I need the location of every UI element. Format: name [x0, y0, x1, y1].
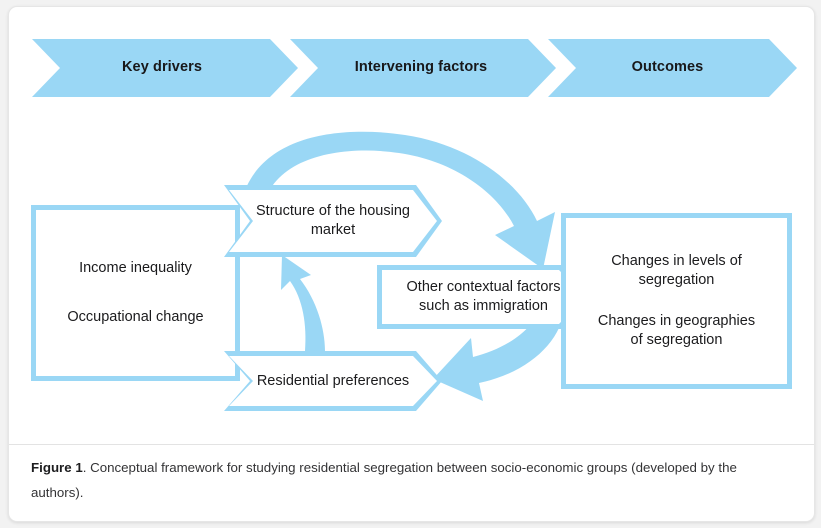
node-outcomes-block-1: Changes in levels of segregation — [605, 252, 748, 290]
stage-banner: Key drivers Intervening factors Outcomes — [32, 39, 797, 97]
node-outcomes: Changes in levels of segregation Changes… — [561, 213, 792, 389]
node-contextual-factors-line-2: such as immigration — [419, 298, 548, 314]
node-residential-preferences-text: Residential preferences — [256, 372, 410, 389]
banner-stage-outcomes: Outcomes — [548, 39, 797, 97]
node-housing-market-text: Structure of the housing market — [250, 202, 416, 240]
node-key-drivers-line-2: Occupational change — [67, 309, 204, 325]
figure-caption: Figure 1. Conceptual framework for study… — [31, 456, 791, 505]
node-contextual-factors-line-1: Other contextual factors — [406, 279, 561, 296]
conceptual-framework-diagram: Income inequality Occupational change St… — [9, 7, 814, 432]
node-outcomes-block-1-line-2: segregation — [638, 272, 715, 289]
residential-to-housing-arrow-icon — [281, 255, 325, 351]
node-housing-market-line-1: Structure of the housing — [256, 203, 410, 220]
node-housing-market: Structure of the housing market — [224, 185, 442, 257]
node-outcomes-block-2-line-2: of segregation — [630, 331, 723, 348]
node-contextual-factors-face — [382, 270, 585, 324]
banner-stage-intervening-factors: Intervening factors — [290, 39, 556, 97]
figure-card: Key drivers Intervening factors Outcomes — [8, 6, 815, 522]
figure-caption-label: Figure 1 — [31, 460, 83, 475]
node-outcomes-block-2: Changes in geographies of segregation — [592, 312, 761, 350]
caption-divider — [9, 444, 814, 445]
node-housing-market-line-2: market — [310, 222, 356, 238]
node-housing-market-face — [229, 190, 437, 252]
banner-stage-label: Intervening factors — [354, 59, 488, 75]
banner-stage-key-drivers: Key drivers — [32, 39, 298, 97]
node-outcomes-block-2-line-1: Changes in geographies — [597, 313, 756, 329]
node-residential-preferences-face — [229, 356, 437, 406]
banner-stage-label: Outcomes — [631, 59, 704, 75]
node-contextual-factors-text: Other contextual factors such as immigra… — [401, 278, 567, 316]
node-residential-preferences: Residential preferences — [224, 351, 442, 411]
node-contextual-factors: Other contextual factors such as immigra… — [377, 265, 590, 329]
node-key-drivers-line-1: Income inequality — [79, 260, 192, 277]
node-outcomes-block-1-line-1: Changes in levels of — [611, 253, 742, 270]
banner-stage-label: Key drivers — [121, 59, 203, 75]
node-key-drivers: Income inequality Occupational change — [31, 205, 240, 381]
figure-caption-text: . Conceptual framework for studying resi… — [31, 460, 737, 500]
